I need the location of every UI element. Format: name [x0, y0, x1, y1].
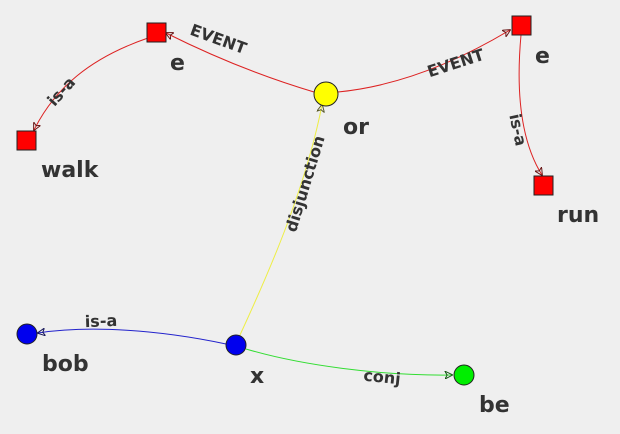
- node-e2[interactable]: [511, 15, 532, 36]
- nodes: e walk or e run bob x be: [16, 15, 599, 418]
- edge-label-x-be: conj: [363, 366, 402, 389]
- edge-label-e2-run: is-a: [505, 112, 530, 148]
- edge-x-bob[interactable]: [38, 329, 227, 345]
- node-x[interactable]: [225, 334, 247, 356]
- node-label-be: be: [479, 393, 510, 418]
- edge-or-e1[interactable]: [166, 33, 315, 93]
- node-run[interactable]: [533, 175, 554, 196]
- edge-label-x-bob: is-a: [84, 311, 117, 331]
- edge-label-or-e1: EVENT: [188, 20, 250, 58]
- node-label-e2: e: [535, 44, 550, 69]
- node-walk[interactable]: [16, 130, 37, 151]
- node-label-run: run: [557, 203, 599, 228]
- edge-label-x-or: disjunction: [281, 133, 328, 234]
- edge-or-e2[interactable]: [337, 30, 510, 93]
- node-label-x: x: [250, 364, 264, 389]
- edge-x-or[interactable]: [239, 105, 322, 336]
- node-label-walk: walk: [41, 158, 100, 183]
- edge-e1-walk[interactable]: [34, 37, 149, 130]
- edge-x-be[interactable]: [245, 348, 452, 375]
- node-be[interactable]: [453, 364, 475, 386]
- node-label-bob: bob: [42, 352, 89, 377]
- node-label-e1: e: [170, 51, 185, 76]
- node-e1[interactable]: [146, 22, 167, 43]
- node-or[interactable]: [313, 81, 339, 107]
- edge-e2-run[interactable]: [518, 34, 542, 175]
- edges: EVENT EVENT is-a is-a disjunction is-a c…: [34, 20, 542, 388]
- node-bob[interactable]: [16, 323, 38, 345]
- edge-label-or-e2: EVENT: [425, 45, 487, 81]
- node-label-or: or: [343, 115, 369, 140]
